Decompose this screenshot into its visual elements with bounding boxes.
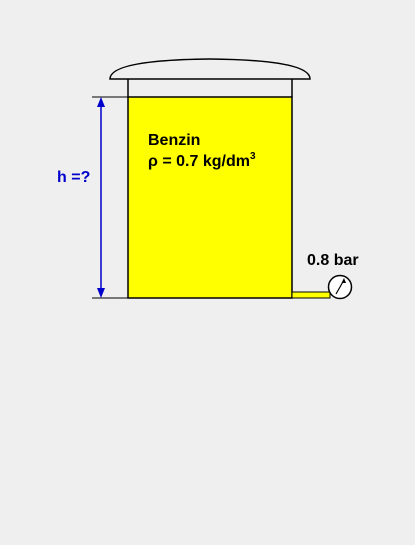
height-arrow-bottom bbox=[97, 288, 105, 298]
liquid-name-label: Benzin bbox=[148, 132, 200, 149]
gauge-needle-tip bbox=[341, 278, 346, 283]
density-value: ρ = 0.7 kg/dm bbox=[148, 153, 250, 170]
pressure-label: 0.8 bar bbox=[307, 252, 359, 269]
tank-lid bbox=[109, 58, 311, 80]
outlet-pipe bbox=[291, 291, 331, 299]
liquid-fill bbox=[127, 96, 293, 299]
height-arrow-top bbox=[97, 97, 105, 107]
density-exponent: 3 bbox=[250, 151, 256, 162]
density-label: ρ = 0.7 kg/dm3 bbox=[148, 151, 256, 170]
height-label: h =? bbox=[57, 169, 90, 186]
